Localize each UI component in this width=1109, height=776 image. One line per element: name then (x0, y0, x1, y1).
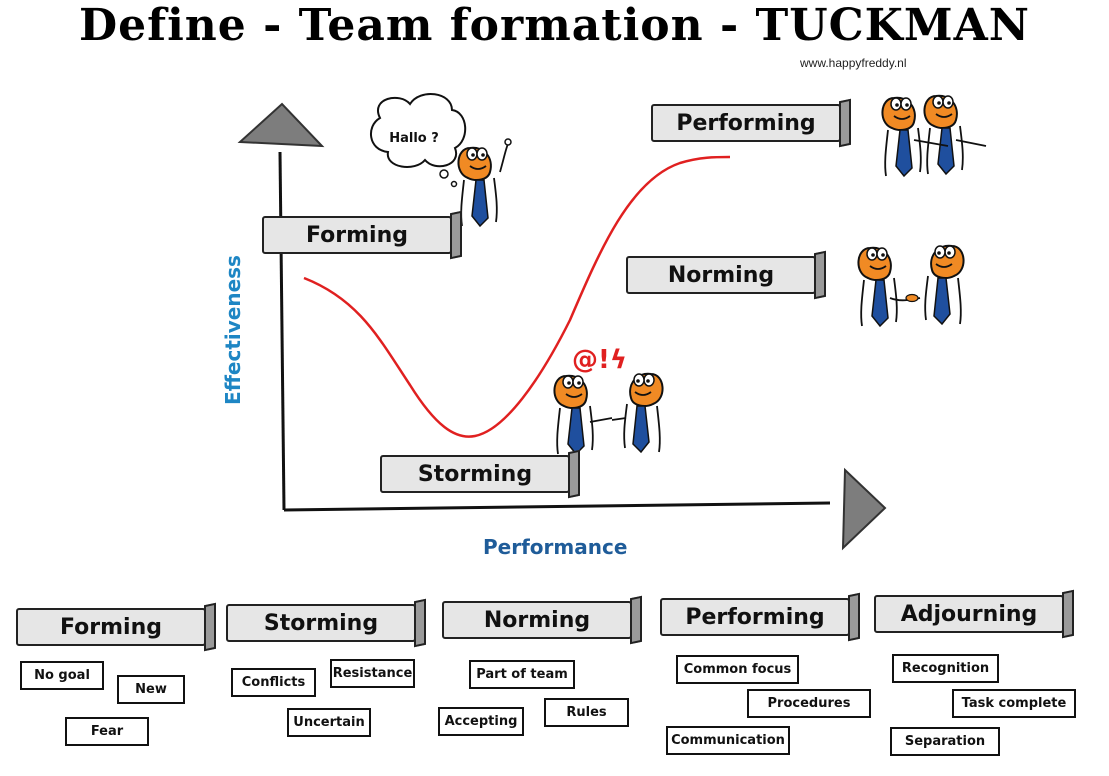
keyword-new: New (117, 675, 185, 704)
banner-storming: Storming (380, 449, 580, 499)
phase-forming-label: Forming (16, 608, 206, 646)
speech-bubble: Hallo ? (370, 92, 467, 188)
keyword-uncertain: Uncertain (287, 708, 371, 737)
phase-banner-forming: Forming (16, 602, 216, 652)
phase-banner-performing: Performing (660, 592, 860, 642)
y-axis (237, 102, 325, 511)
phase-norming-label: Norming (442, 601, 632, 639)
y-axis-label: Effectiveness (221, 255, 245, 405)
performing-figures (881, 94, 987, 177)
phase-adjourning-label: Adjourning (874, 595, 1064, 633)
x-axis (283, 467, 887, 551)
banner-performing-label: Performing (651, 104, 841, 142)
storming-exclamation: @!ϟ (572, 345, 627, 375)
norming-figures (857, 244, 965, 327)
banner-storming-label: Storming (380, 455, 570, 493)
x-axis-label: Performance (483, 535, 628, 559)
x-axis-arrow (841, 467, 887, 551)
keyword-accepting: Accepting (438, 707, 524, 736)
phase-storming-label: Storming (226, 604, 416, 642)
performance-curve (303, 155, 731, 438)
banner-performing: Performing (651, 98, 851, 148)
keyword-common-focus: Common focus (676, 655, 799, 684)
keyword-task-complete: Task complete (952, 689, 1076, 718)
phase-banner-storming: Storming (226, 598, 426, 648)
keyword-no-goal: No goal (20, 661, 104, 690)
phase-performing-label: Performing (660, 598, 850, 636)
banner-forming: Forming (262, 210, 462, 260)
keyword-separation: Separation (890, 727, 1000, 756)
keyword-part-of-team: Part of team (469, 660, 575, 689)
keyword-fear: Fear (65, 717, 149, 746)
phase-banner-adjourning: Adjourning (874, 589, 1074, 639)
page-title: Define - Team formation - TUCKMAN (79, 0, 1030, 51)
banner-norming: Norming (626, 250, 826, 300)
keyword-communication: Communication (666, 726, 790, 755)
storming-figures: @!ϟ (553, 345, 664, 455)
phase-banner-norming: Norming (442, 595, 642, 645)
keyword-procedures: Procedures (747, 689, 871, 718)
website-url[interactable]: www.happyfreddy.nl (800, 56, 907, 70)
keyword-resistance: Resistance (330, 659, 415, 688)
keyword-conflicts: Conflicts (231, 668, 316, 697)
forming-figure (457, 138, 512, 227)
speech-bubble-text: Hallo ? (389, 131, 439, 146)
banner-forming-label: Forming (262, 216, 452, 254)
banner-norming-label: Norming (626, 256, 816, 294)
keyword-rules: Rules (544, 698, 629, 727)
y-axis-arrow (237, 102, 325, 148)
keyword-recognition: Recognition (892, 654, 999, 683)
